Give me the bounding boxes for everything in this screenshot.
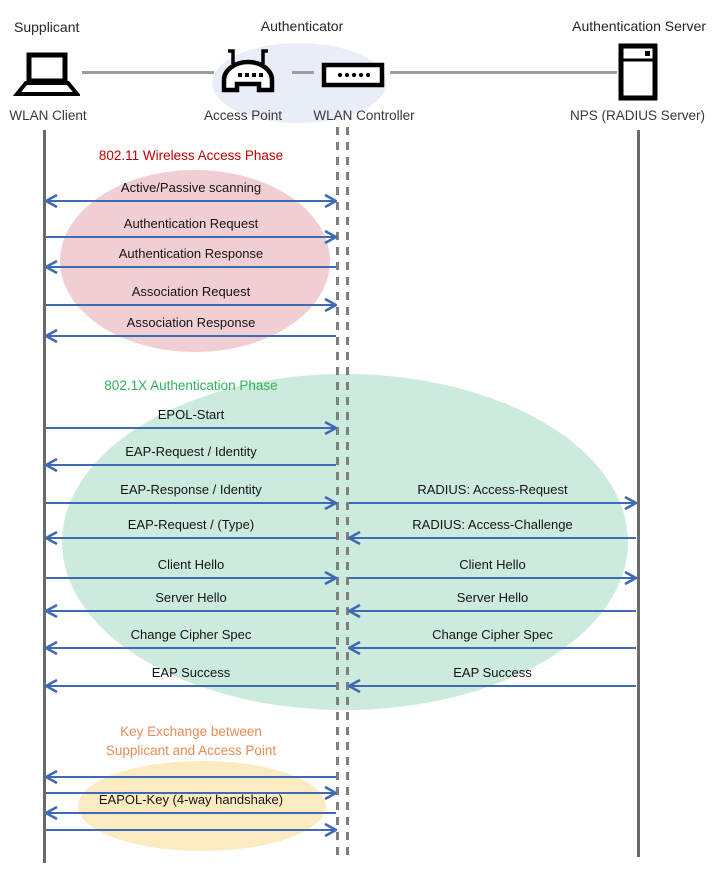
message-arrow (43, 678, 337, 694)
authenticator-header: Authenticator (260, 18, 344, 34)
link-client-ap (82, 71, 214, 74)
message-arrow (346, 603, 637, 619)
message-arrow (43, 769, 337, 785)
message-arrow (43, 805, 337, 821)
message-arrow (45, 420, 339, 436)
message-label: EAP-Request / Identity (125, 444, 257, 459)
message-arrow (43, 457, 337, 473)
message-label: EAP-Response / Identity (120, 482, 262, 497)
message-label: EAP Success (151, 665, 231, 680)
access-point-icon (221, 49, 275, 93)
message-label: EPOL-Start (157, 407, 225, 422)
message-arrow (45, 297, 339, 313)
message-arrow (43, 259, 337, 275)
message-arrow (45, 495, 339, 511)
message-label: Authentication Request (123, 216, 259, 231)
controller-lifeline-a (336, 127, 339, 855)
wlan-client-lifeline (43, 130, 46, 863)
message-label: Change Cipher Spec (432, 627, 553, 642)
message-arrow (43, 328, 337, 344)
message-label: Server Hello (155, 590, 227, 605)
phase2-ellipse (62, 374, 628, 710)
message-arrow (45, 785, 339, 801)
auth-server-header: Authentication Server (572, 18, 706, 34)
message-label: Change Cipher Spec (130, 627, 252, 642)
message-arrow (43, 193, 339, 209)
message-label: EAP-Request / (Type) (127, 517, 255, 532)
message-arrow (45, 229, 339, 245)
message-arrow (43, 640, 337, 656)
phase1-title: 802.11 Wireless Access Phase (98, 148, 284, 163)
message-arrow (346, 530, 637, 546)
message-label: Association Response (126, 315, 256, 330)
message-label: Client Hello (157, 557, 225, 572)
nps-lifeline (637, 130, 640, 857)
link-controller-server (390, 71, 617, 74)
message-arrow (348, 570, 639, 586)
message-arrow (45, 822, 339, 838)
wlan-controller-label: WLAN Controller (313, 108, 415, 123)
message-label: Active/Passive scanning (120, 180, 262, 195)
message-arrow (346, 640, 637, 656)
message-label: RADIUS: Access-Request (417, 482, 568, 497)
message-arrow (43, 530, 337, 546)
phase3-title: Key Exchange between Supplicant and Acce… (105, 724, 277, 758)
message-arrow (45, 570, 339, 586)
laptop-icon (12, 52, 80, 96)
message-label: Server Hello (456, 590, 529, 605)
message-label: Authentication Response (118, 246, 264, 261)
access-point-label: Access Point (203, 108, 283, 123)
nps-label: NPS (RADIUS Server) (569, 108, 706, 123)
message-arrow (348, 495, 639, 511)
link-ap-controller (292, 71, 314, 74)
message-arrow (43, 603, 337, 619)
message-label: Association Request (131, 284, 251, 299)
message-label: Client Hello (459, 557, 526, 572)
phase2-title: 802.1X Authentication Phase (104, 378, 278, 393)
message-label: EAPOL-Key (4-way handshake) (98, 792, 284, 807)
controller-lifeline-b (346, 127, 349, 855)
message-arrow (346, 678, 637, 694)
message-label: RADIUS: Access-Challenge (412, 517, 573, 532)
supplicant-header: Supplicant (14, 19, 80, 35)
message-label: EAP Success (453, 665, 532, 680)
server-icon (618, 43, 658, 101)
wlan-client-label: WLAN Client (9, 108, 87, 123)
wlan-controller-icon (321, 62, 385, 88)
